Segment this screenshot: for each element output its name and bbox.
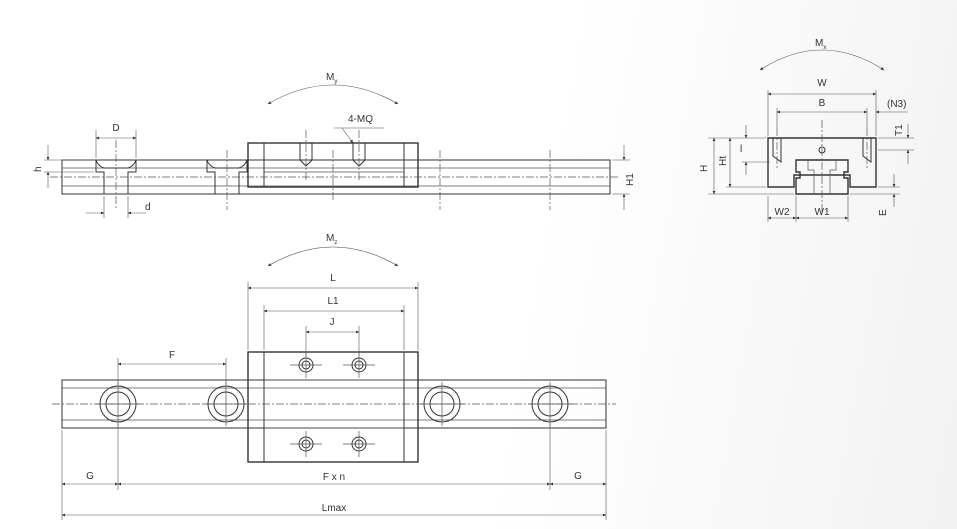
label-h1: H1 [625,173,636,186]
label-h-small: h [33,166,44,172]
label-w1: W1 [815,207,830,218]
label-d-upper: D [112,123,119,134]
label-l: L [330,273,336,284]
label-d-lower: d [145,202,151,213]
label-g-left: G [86,471,94,482]
dimension-labels: My Mx Mz D d h H1 4-MQ W B (N3) T1 H Ht … [33,38,906,514]
label-l-small: l [740,144,742,155]
label-t1: T1 [894,124,905,136]
label-my: My [326,72,337,85]
label-mz: Mz [326,233,337,246]
end-view [708,49,914,222]
label-n3: (N3) [887,99,906,110]
side-view [44,84,630,218]
label-4mq: 4-MQ [348,114,373,125]
label-g-right: G [574,471,582,482]
label-ht: Ht [718,156,729,166]
label-f: F [169,350,175,361]
label-h-big: H [699,165,710,172]
label-mx: Mx [815,38,826,51]
label-j: J [330,317,335,328]
label-fxn: F x n [323,472,345,483]
label-l1: L1 [327,296,339,307]
label-lmax: Lmax [322,503,346,514]
label-b: B [819,98,826,109]
top-view [52,246,616,520]
label-w: W [817,78,827,89]
label-w2: W2 [775,207,790,218]
label-e: E [878,209,889,216]
